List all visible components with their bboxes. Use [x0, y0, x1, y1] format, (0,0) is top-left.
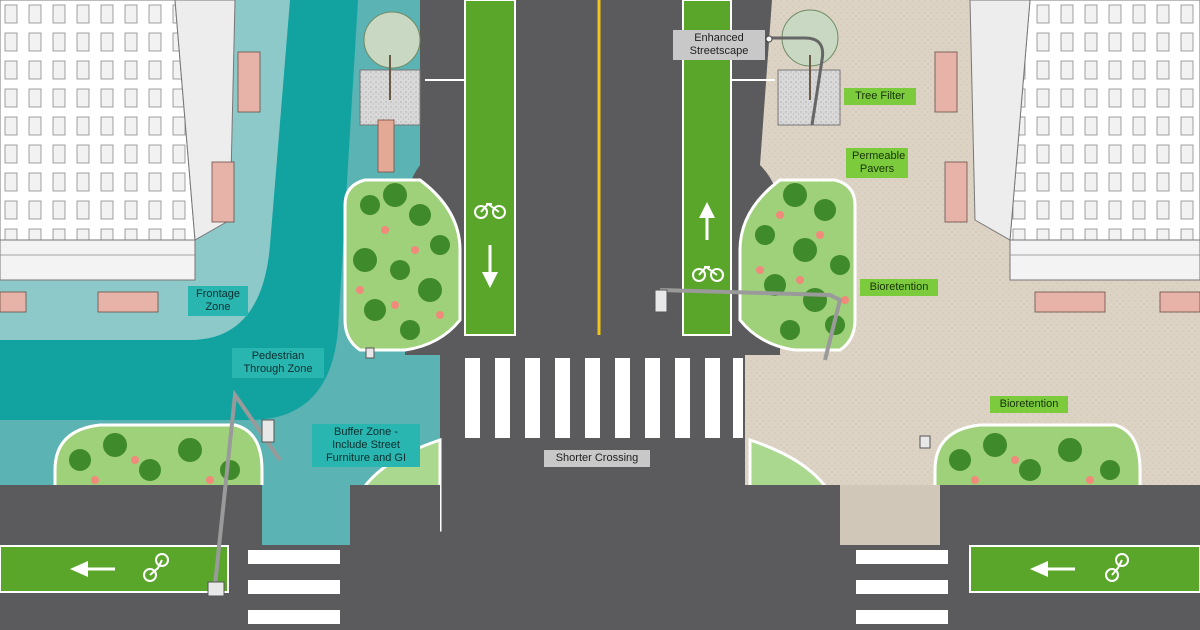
bike-lane-westbound-right [969, 545, 1200, 593]
arrow-down-icon [482, 245, 498, 288]
arrow-left-icon [70, 561, 115, 577]
crosswalk-lower-right [856, 550, 948, 624]
sidewalk-ramp-right [840, 485, 940, 545]
label-frontage-zone: Frontage Zone [188, 286, 248, 316]
arrow-left-icon [1030, 561, 1075, 577]
label-shorter-crossing: Shorter Crossing [544, 450, 650, 467]
bicycle-icon [143, 553, 169, 582]
bioretention-upper-right [738, 178, 857, 352]
cafe-seating [0, 51, 1200, 313]
label-bioretention-upper: Bioretention [860, 279, 938, 296]
label-buffer-zone: Buffer Zone - Include Street Furniture a… [312, 424, 420, 467]
crosswalk-lower-left [248, 550, 340, 624]
label-permeable-pavers: Permeable Pavers [846, 148, 908, 178]
traffic-signal-icon [207, 389, 282, 597]
sidewalk-ramp-left [262, 485, 350, 545]
tree-filter-right [765, 9, 841, 126]
bioretention-upper-left [343, 178, 462, 352]
label-pedestrian-through-zone: Pedestrian Through Zone [232, 348, 324, 378]
traffic-signal-icon [654, 288, 843, 361]
street-light-icon [765, 35, 825, 126]
crosswalk-main [465, 358, 743, 438]
right-building [969, 0, 1200, 281]
label-bioretention-lower: Bioretention [990, 396, 1068, 413]
bicycle-icon [474, 202, 506, 219]
tree-filter-left [359, 11, 421, 173]
label-tree-filter: Tree Filter [844, 88, 916, 105]
bicycle-icon [692, 265, 724, 282]
arrow-up-icon [699, 202, 715, 240]
curb-post [365, 347, 931, 449]
label-enhanced-streetscape: Enhanced Streetscape [673, 30, 765, 60]
bicycle-icon [1105, 553, 1129, 582]
tree-icon [363, 11, 421, 100]
cross-street-right [745, 485, 1200, 545]
